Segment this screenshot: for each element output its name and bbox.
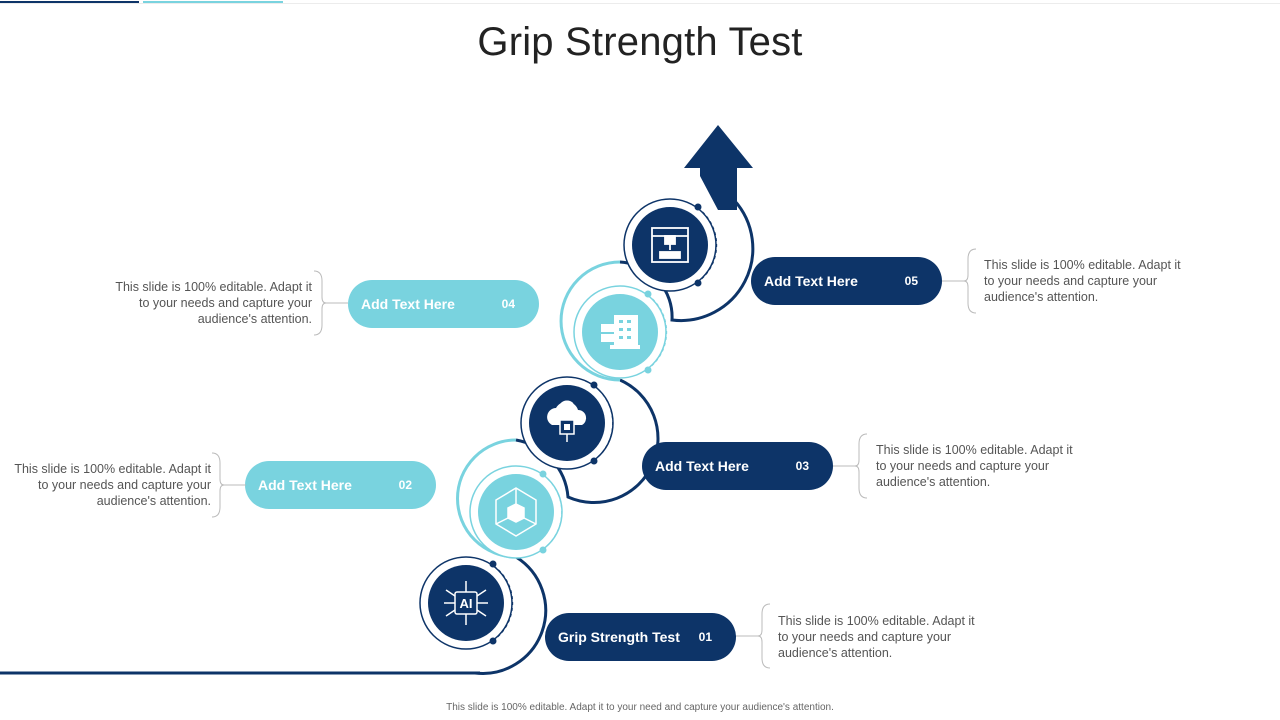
step-circle-1 bbox=[419, 556, 514, 650]
step-pill-05[interactable]: Add Text Here 05 bbox=[751, 257, 942, 305]
server-building-icon bbox=[601, 315, 640, 349]
step-number-05: 05 bbox=[904, 274, 918, 288]
step-number-01: 01 bbox=[698, 630, 712, 644]
brace-01 bbox=[736, 603, 771, 669]
step-label-03: Add Text Here bbox=[655, 458, 749, 474]
arc-1 bbox=[474, 555, 548, 675]
step-pill-02[interactable]: Add Text Here 02 bbox=[245, 461, 436, 509]
3d-printer-icon bbox=[651, 227, 689, 263]
top-accent-dark bbox=[0, 1, 139, 3]
svg-text:AI: AI bbox=[460, 596, 473, 611]
step-description-02: This slide is 100% editable. Adapt it to… bbox=[14, 462, 211, 508]
step-label-04: Add Text Here bbox=[361, 296, 455, 312]
step-description-01: This slide is 100% editable. Adapt it to… bbox=[778, 614, 975, 660]
top-accent-bar bbox=[0, 0, 1280, 4]
arrow-stem bbox=[703, 168, 737, 178]
brace-03 bbox=[833, 433, 868, 499]
step-description-04: This slide is 100% editable. Adapt it to… bbox=[115, 280, 312, 326]
slide-title: Grip Strength Test bbox=[477, 20, 803, 64]
ai-chip-icon: AI bbox=[444, 581, 488, 625]
brace-02 bbox=[212, 452, 246, 518]
step-number-03: 03 bbox=[795, 459, 809, 473]
step-description-03: This slide is 100% editable. Adapt it to… bbox=[876, 443, 1073, 489]
step-pill-04[interactable]: Add Text Here 04 bbox=[348, 280, 539, 328]
arc-4 bbox=[559, 260, 621, 382]
step-number-02: 02 bbox=[398, 478, 412, 492]
step-label-05: Add Text Here bbox=[764, 273, 858, 289]
brace-05 bbox=[942, 248, 977, 314]
top-divider bbox=[0, 3, 1280, 4]
step-pill-01[interactable]: Grip Strength Test 01 bbox=[545, 613, 736, 661]
cube-network-icon bbox=[495, 487, 537, 537]
step-label-02: Add Text Here bbox=[258, 477, 352, 493]
cloud-chip-icon bbox=[547, 400, 587, 442]
step-pill-03[interactable]: Add Text Here 03 bbox=[642, 442, 833, 490]
brace-04 bbox=[314, 270, 348, 336]
step-description-05: This slide is 100% editable. Adapt it to… bbox=[984, 258, 1181, 304]
step-label-01: Grip Strength Test bbox=[558, 629, 680, 645]
step-number-04: 04 bbox=[501, 297, 515, 311]
top-accent-light bbox=[143, 1, 283, 3]
up-arrow bbox=[684, 125, 753, 210]
footer-note: This slide is 100% editable. Adapt it to… bbox=[446, 702, 834, 713]
